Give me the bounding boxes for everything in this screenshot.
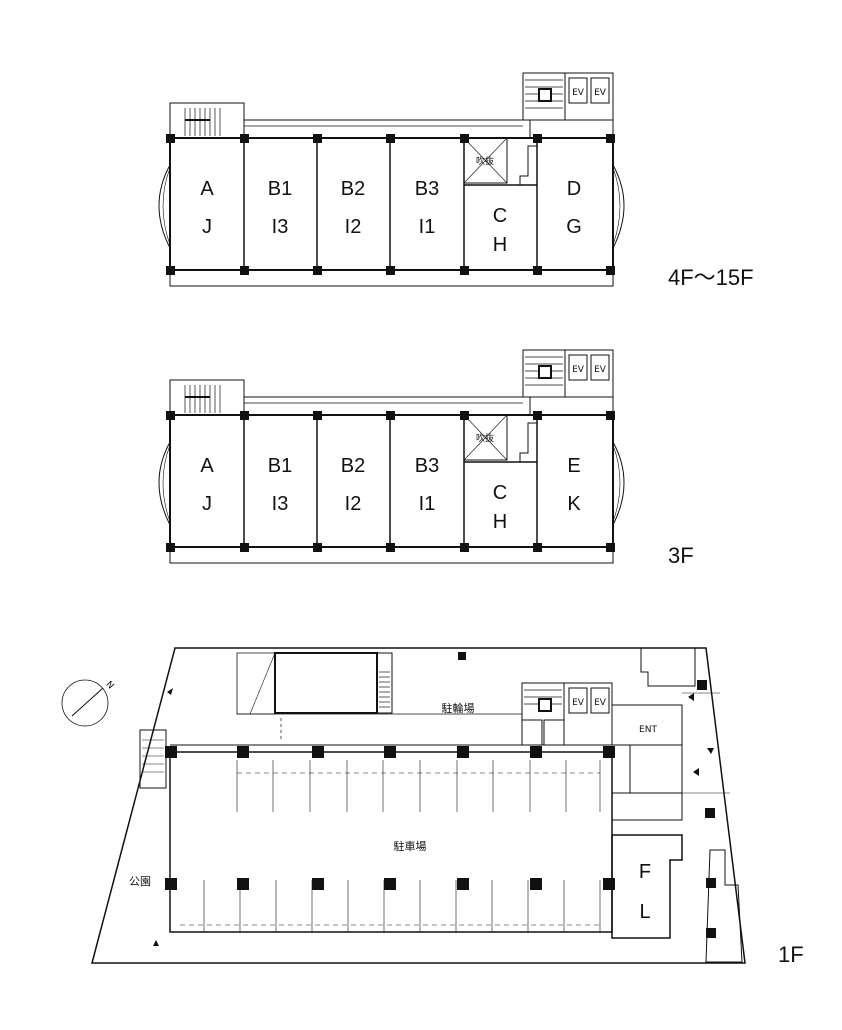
- elevator-label: EV: [594, 365, 607, 375]
- plan-ground-columns: [153, 652, 716, 946]
- plan-ground-labels: 駐輪場 駐車場 公園 ENT EV EV F L N 1F: [103, 680, 803, 967]
- unit-label: K: [567, 493, 581, 515]
- unit-label: D: [567, 178, 581, 200]
- unit-label: I2: [345, 493, 362, 515]
- unit-label: I1: [419, 216, 436, 238]
- unit-label: B2: [341, 455, 365, 477]
- unit-label: L: [639, 901, 650, 923]
- elevator-label: EV: [572, 88, 585, 98]
- unit-label: J: [202, 493, 212, 515]
- floor-label: 4F～15F: [668, 265, 754, 290]
- plan-third-floor: [158, 349, 625, 564]
- bicycle-parking-label: 駐輪場: [442, 701, 475, 715]
- unit-label: C: [493, 205, 507, 227]
- plan-third-labels: 吹抜 EV EV A J B1 I3 B2 I2 B3 I1 C H E K 3…: [200, 365, 693, 568]
- unit-label: J: [202, 216, 212, 238]
- unit-label: I3: [272, 493, 289, 515]
- unit-label: B1: [268, 178, 292, 200]
- north-arrow-label: N: [103, 680, 115, 692]
- plan-ground-floor: [61, 647, 746, 964]
- unit-label: I1: [419, 493, 436, 515]
- unit-label: B3: [415, 178, 439, 200]
- unit-label: E: [567, 455, 580, 477]
- plan-upper-labels: 吹抜 EV EV A J B1 I3 B2 I2 B3 I1 C H D G 4…: [200, 88, 753, 290]
- elevator-label: EV: [594, 698, 607, 708]
- entrance-label: ENT: [639, 725, 657, 735]
- car-parking-label: 駐車場: [394, 839, 427, 853]
- unit-label: A: [200, 455, 214, 477]
- unit-label: H: [493, 234, 507, 256]
- unit-label: A: [200, 178, 214, 200]
- park-label: 公園: [129, 875, 151, 888]
- floor-label: 3F: [668, 543, 694, 568]
- unit-label: F: [639, 861, 651, 883]
- unit-label: B1: [268, 455, 292, 477]
- unit-label: B3: [415, 455, 439, 477]
- plan-upper-columns: [166, 134, 615, 275]
- void-label: 吹抜: [476, 432, 494, 444]
- unit-label: I3: [272, 216, 289, 238]
- plan-third-columns: [166, 411, 615, 552]
- unit-label: H: [493, 511, 507, 533]
- elevator-label: EV: [572, 698, 585, 708]
- unit-label: G: [566, 216, 582, 238]
- unit-label: C: [493, 482, 507, 504]
- plan-upper-floors: [158, 72, 625, 287]
- void-label: 吹抜: [476, 155, 494, 167]
- unit-label: I2: [345, 216, 362, 238]
- unit-label: B2: [341, 178, 365, 200]
- floor-label: 1F: [778, 942, 804, 967]
- elevator-label: EV: [594, 88, 607, 98]
- elevator-label: EV: [572, 365, 585, 375]
